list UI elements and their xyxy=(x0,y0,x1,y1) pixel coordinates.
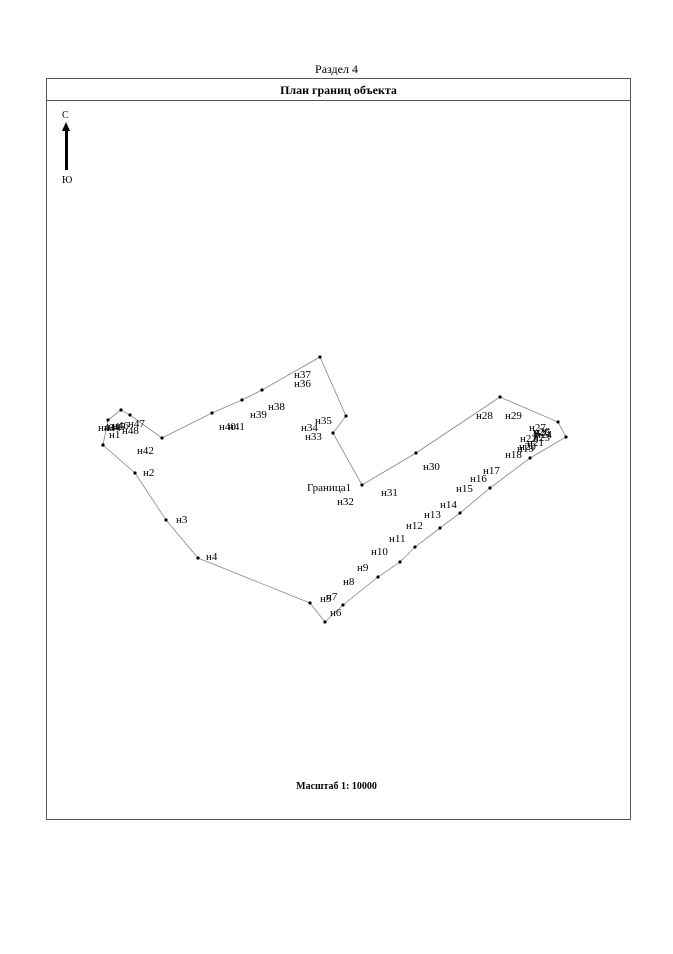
point-label: н12 xyxy=(406,520,423,532)
point-label: н10 xyxy=(371,546,388,558)
boundary-point xyxy=(458,511,462,515)
boundary-point xyxy=(398,560,402,564)
boundary-point xyxy=(128,413,132,417)
section-title: Раздел 4 xyxy=(315,62,358,76)
north-arrow-icon xyxy=(62,122,70,131)
point-label: н48 xyxy=(122,425,139,437)
boundary-point xyxy=(164,518,168,522)
point-label: н45 xyxy=(108,421,125,433)
point-label: н3 xyxy=(176,514,188,526)
point-label: н34 xyxy=(301,422,318,434)
point-label: н20 xyxy=(519,441,536,453)
boundary-point xyxy=(488,486,492,490)
point-label: н14 xyxy=(440,499,457,511)
point-label: н44 xyxy=(104,422,121,434)
boundary-polyline xyxy=(102,356,567,623)
point-label: н39 xyxy=(250,409,267,421)
point-label: н43 xyxy=(98,422,115,434)
point-label: н21 xyxy=(527,437,544,449)
boundary-point xyxy=(564,435,568,439)
scale-label: Масштаб 1: 10000 xyxy=(296,781,377,792)
boundary-point xyxy=(196,556,200,560)
point-label: н24 xyxy=(535,429,552,441)
point-label: н38 xyxy=(268,401,285,413)
boundary-point xyxy=(360,483,364,487)
point-label: н29 xyxy=(505,410,522,422)
point-label: н1 xyxy=(109,429,120,441)
north-label: С xyxy=(62,110,69,121)
point-label: н47 xyxy=(128,418,145,430)
boundary-point xyxy=(376,575,380,579)
point-label: н2 xyxy=(143,467,154,479)
point-label: н42 xyxy=(137,445,154,457)
plan-frame: План границ объекта xyxy=(46,78,631,820)
point-label: н35 xyxy=(315,415,332,427)
boundary-point xyxy=(498,395,502,399)
point-label: н22 xyxy=(520,433,537,445)
point-label: н33 xyxy=(305,431,322,443)
point-label: н31 xyxy=(381,487,398,499)
boundary-point xyxy=(106,418,110,422)
boundary-point xyxy=(413,545,417,549)
boundary-point xyxy=(101,443,105,447)
point-label: н9 xyxy=(357,562,369,574)
point-label: н26 xyxy=(533,426,550,438)
boundary-points xyxy=(101,355,568,624)
point-label: н17 xyxy=(483,465,500,477)
point-labels: н1н2н3н4н5н6н7н8н9н10н11н12н13н14н15н16н… xyxy=(98,369,552,619)
boundary-point xyxy=(133,471,137,475)
boundary-point xyxy=(260,388,264,392)
boundary-point xyxy=(160,436,164,440)
boundary-point xyxy=(308,601,312,605)
point-label: н4 xyxy=(206,551,218,563)
point-label: н11 xyxy=(389,533,405,545)
point-label: н36 xyxy=(294,378,311,390)
boundary-point xyxy=(240,398,244,402)
point-label: н6 xyxy=(330,607,342,619)
point-label: н27 xyxy=(529,422,546,434)
boundary-point xyxy=(341,603,345,607)
boundary-point xyxy=(438,526,442,530)
plan-header: План границ объекта xyxy=(47,79,630,101)
point-label: н7 xyxy=(326,591,338,603)
point-label: н30 xyxy=(423,461,440,473)
boundary-point xyxy=(210,411,214,415)
point-label: н19 xyxy=(517,443,534,455)
boundary-point xyxy=(556,420,560,424)
point-label: н32 xyxy=(337,496,354,508)
boundary-point xyxy=(528,456,532,460)
boundary-point xyxy=(119,408,123,412)
south-label: Ю xyxy=(62,175,73,186)
point-label: н37 xyxy=(294,369,311,381)
point-label: н28 xyxy=(476,410,493,422)
point-label: н25 xyxy=(534,427,551,439)
boundary-point xyxy=(318,355,322,359)
point-label: н41 xyxy=(228,421,245,433)
point-label: н18 xyxy=(505,449,522,461)
point-label: н23 xyxy=(533,432,550,444)
point-label: н46 xyxy=(112,420,129,432)
point-label: н5 xyxy=(320,593,332,605)
boundary-point xyxy=(323,620,327,624)
point-label: н13 xyxy=(424,509,441,521)
boundary-label: Граница1 xyxy=(307,482,351,494)
boundary-point xyxy=(414,451,418,455)
boundary-point xyxy=(331,431,335,435)
point-label: н8 xyxy=(343,576,355,588)
north-arrow-shaft xyxy=(65,130,68,170)
boundary-point xyxy=(344,414,348,418)
point-label: н40 xyxy=(219,421,236,433)
point-label: н16 xyxy=(470,473,487,485)
point-label: н15 xyxy=(456,483,473,495)
